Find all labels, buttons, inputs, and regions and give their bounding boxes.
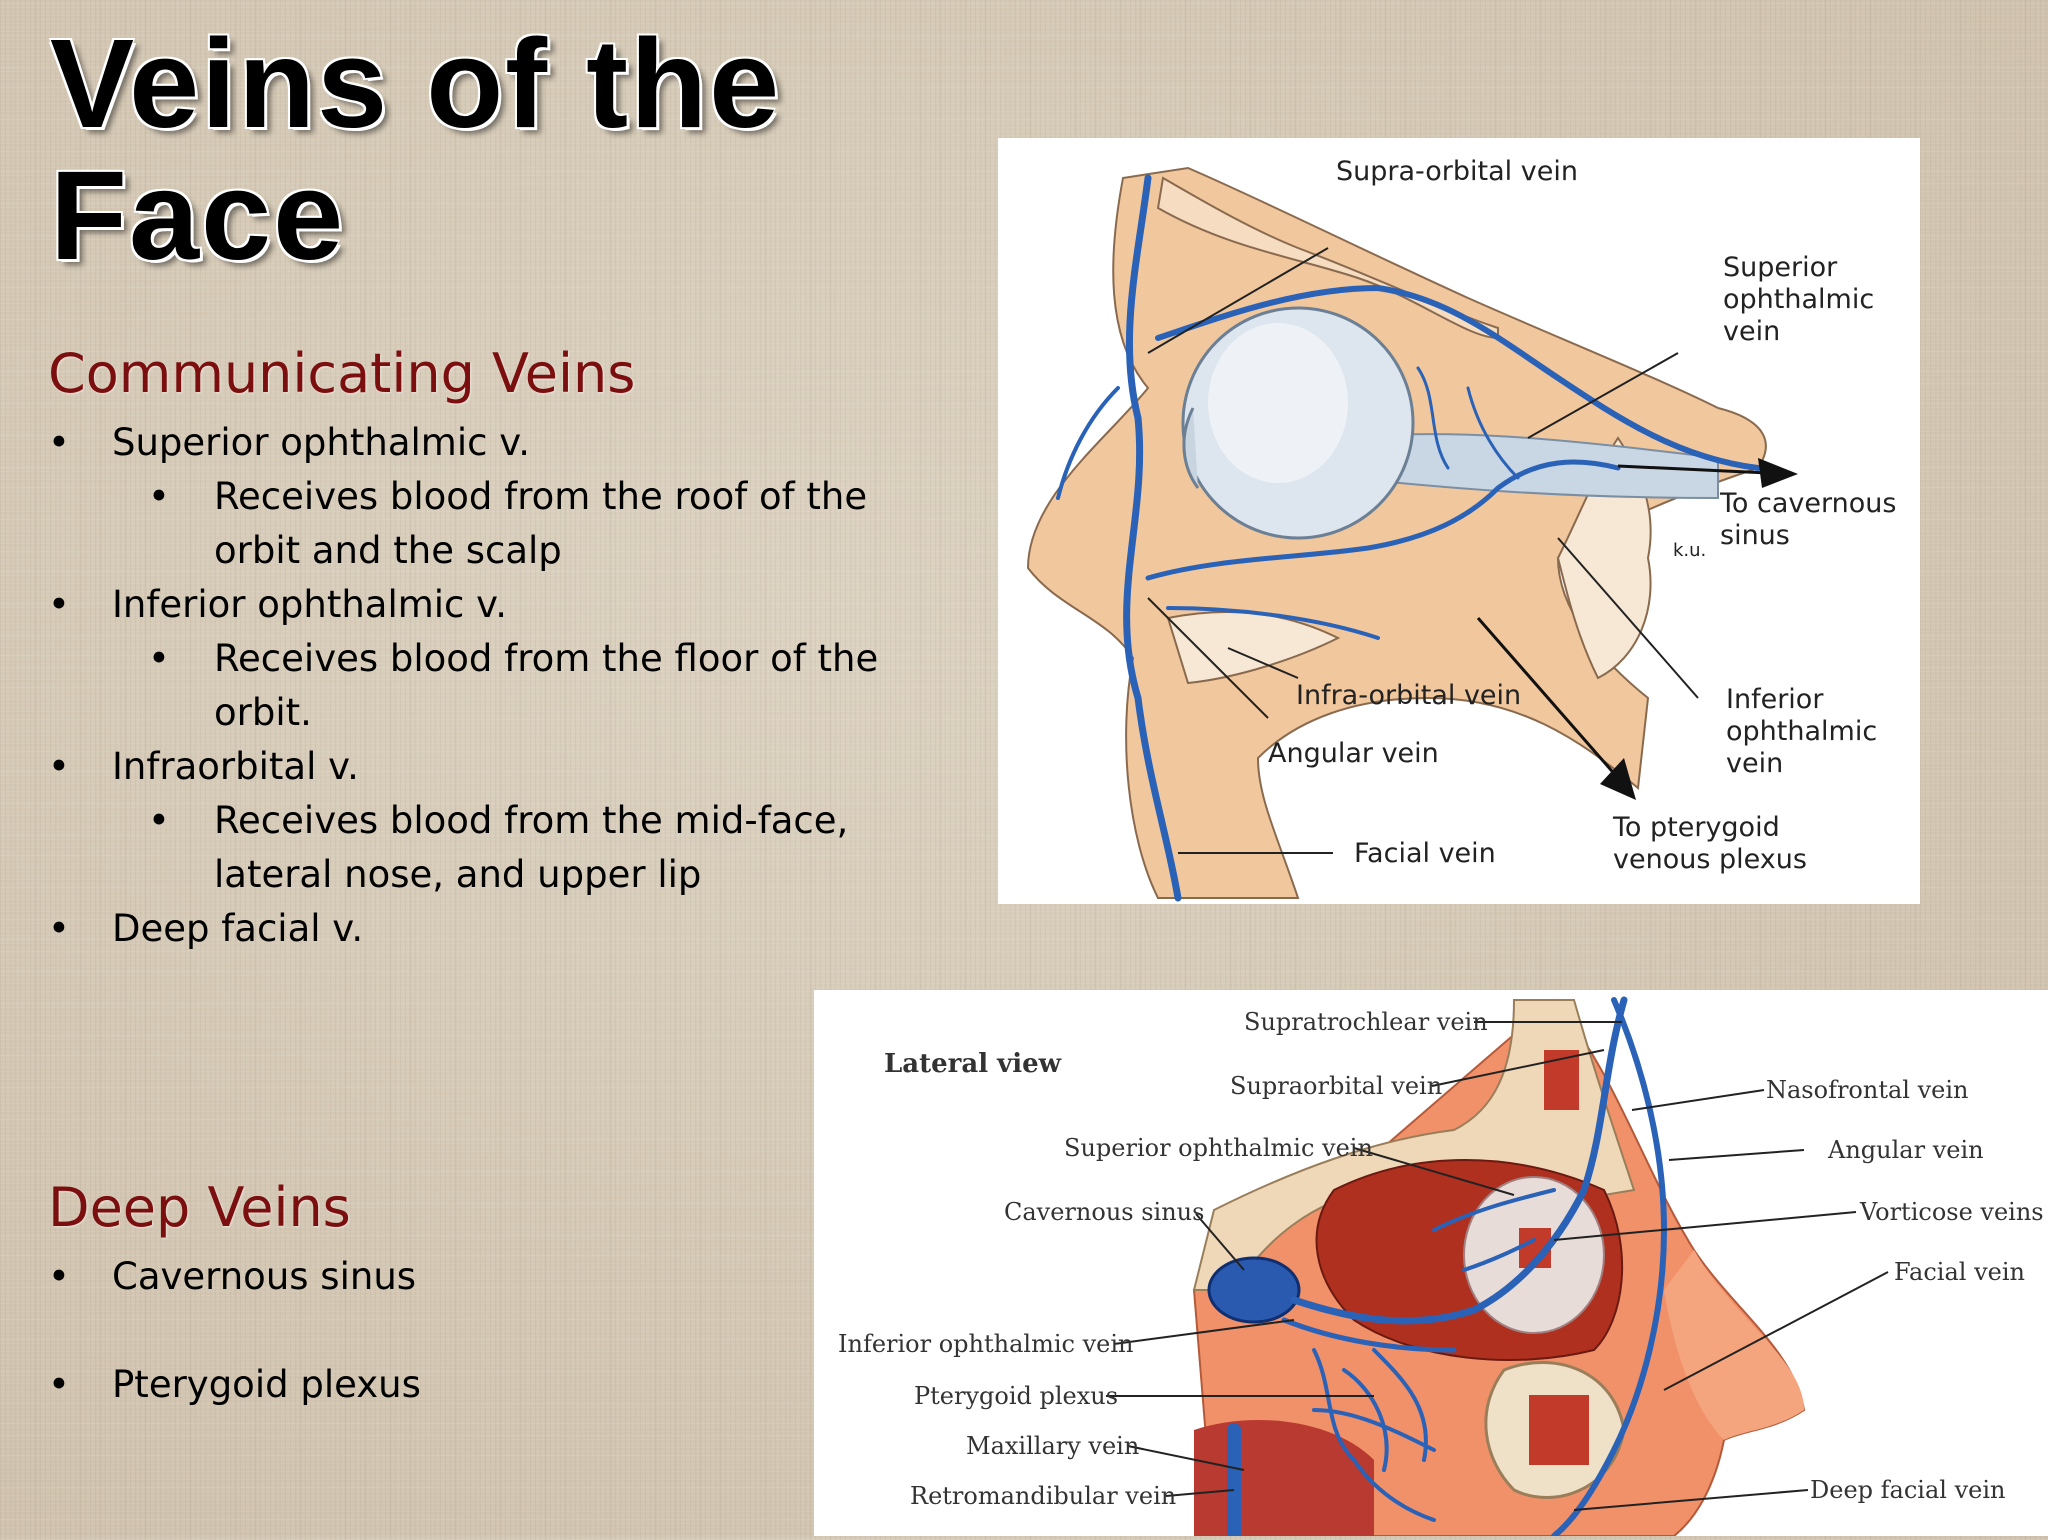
list-item: Pterygoid plexus: [48, 1358, 421, 1412]
label-vorticose-veins: Vorticose veins: [1859, 1198, 2044, 1226]
nose-skin: [1664, 1250, 1804, 1440]
cavernous-sinus: [1207, 1256, 1301, 1324]
leader-infra-orbital: [1227, 647, 1299, 679]
leader-supraorbital: [1431, 1049, 1605, 1087]
arrow-head-pterygoid: [1600, 758, 1636, 800]
label-angular-vein: Angular vein: [1268, 738, 1439, 769]
list-item: Inferior ophthalmic v.: [48, 578, 928, 632]
label-to-pterygoid-2: venous plexus: [1613, 844, 1807, 875]
superior-ophthalmic-vein-path: [1290, 996, 1628, 1325]
leader-vorticose: [1553, 1211, 1857, 1241]
orbit-veins-illustration: Supra-orbital vein Superior ophthalmic v…: [1026, 156, 1896, 902]
label-to-cavernous-2: sinus: [1720, 520, 1790, 551]
label-deep-facial-vein: Deep facial vein: [1810, 1476, 2005, 1504]
label-maxillary-vein: Maxillary vein: [966, 1432, 1139, 1460]
lateral-view-illustration: Lateral view Supratrochlear vein Supraor…: [838, 996, 2044, 1540]
list-item: Infraorbital v.: [48, 740, 928, 794]
eyeball-highlight: [1208, 323, 1348, 483]
label-angular-vein: Angular vein: [1827, 1136, 1984, 1164]
sub-list-item: Receives blood from the floor of the orb…: [48, 632, 928, 740]
superior-ophthalmic-vein-path: [1155, 284, 1761, 471]
arrow-to-pterygoid: [1476, 617, 1620, 779]
list-item: Superior ophthalmic v.: [48, 416, 928, 470]
label-to-pterygoid-1: To pterygoid: [1612, 812, 1780, 843]
lateral-view-figure: Lateral view Supratrochlear vein Supraor…: [814, 990, 2048, 1540]
inferior-ophthalmic-vein-path: [1281, 1317, 1457, 1353]
communicating-veins-heading: Communicating Veins: [48, 342, 636, 405]
inferior-ophthalmic-vein-path: [1145, 459, 1621, 581]
leader-inferior-ophthalmic: [1113, 1319, 1295, 1345]
title-line-2: Face: [50, 145, 346, 286]
label-superior-ophthalmic-3: vein: [1723, 316, 1780, 347]
leader-superior-ophthalmic: [1353, 1147, 1515, 1196]
facial-vein-path: [1551, 997, 1668, 1539]
maxilla-bone: [1166, 611, 1341, 685]
label-inferior-ophthalmic-3: vein: [1726, 748, 1783, 779]
leader-facial: [1663, 1271, 1889, 1391]
arrow-head-cavernous: [1758, 458, 1798, 488]
vorticose-veins-path: [1432, 1188, 1556, 1272]
frontal-sinus: [1544, 1050, 1579, 1110]
label-superior-ophthalmic-1: Superior: [1723, 252, 1838, 283]
deep-veins-list: Cavernous sinus Pterygoid plexus: [48, 1250, 421, 1466]
leader-cavernous-sinus: [1195, 1213, 1245, 1271]
leader-angular: [1668, 1149, 1805, 1161]
arrow-to-cavernous: [1617, 464, 1769, 475]
maxillary-sinus: [1529, 1395, 1589, 1465]
label-superior-ophthalmic-vein: Superior ophthalmic vein: [1064, 1134, 1373, 1162]
list-item: Cavernous sinus: [48, 1250, 421, 1304]
label-supratrochlear-vein: Supratrochlear vein: [1244, 1008, 1488, 1036]
angular-vein-path: [1056, 386, 1120, 500]
label-inferior-ophthalmic-2: ophthalmic: [1726, 716, 1877, 747]
leader-superior-ophthalmic: [1527, 352, 1679, 439]
label-to-cavernous-1: To cavernous: [1719, 488, 1896, 519]
leader-deep-facial: [1573, 1489, 1809, 1511]
facial-vein-path: [1123, 174, 1182, 902]
list-item: Deep facial v.: [48, 902, 928, 956]
label-supra-orbital-vein: Supra-orbital vein: [1336, 156, 1578, 187]
label-pterygoid-plexus: Pterygoid plexus: [914, 1382, 1118, 1410]
label-infra-orbital-vein: Infra-orbital vein: [1296, 680, 1521, 711]
face-bone-shape: [1026, 166, 1767, 899]
sub-list-item: Receives blood from the roof of the orbi…: [48, 470, 928, 578]
communicating-veins-list: Superior ophthalmic v. Receives blood fr…: [48, 416, 928, 956]
deep-veins-heading: Deep Veins: [48, 1176, 351, 1239]
leader-angular: [1147, 597, 1269, 719]
title-line-1: Veins of the: [50, 13, 782, 154]
vorticose-branches: [1416, 366, 1520, 480]
leader-retromandibular: [1165, 1489, 1235, 1497]
label-facial-vein: Facial vein: [1354, 838, 1496, 869]
label-lateral-view: Lateral view: [884, 1049, 1062, 1079]
label-inferior-ophthalmic-vein: Inferior ophthalmic vein: [838, 1330, 1133, 1358]
label-nasofrontal-vein: Nasofrontal vein: [1766, 1076, 1969, 1104]
slide-title: Veins of the Face: [50, 18, 781, 282]
skull-bone: [1192, 999, 1636, 1291]
label-supraorbital-vein: Supraorbital vein: [1230, 1072, 1442, 1100]
sub-list-item: Receives blood from the mid-face, latera…: [48, 794, 928, 902]
label-facial-vein: Facial vein: [1894, 1258, 2025, 1286]
label-signature: k.u.: [1673, 540, 1706, 561]
label-cavernous-sinus: Cavernous sinus: [1004, 1198, 1204, 1226]
pterygoid-plexus-path: [1312, 1348, 1436, 1522]
leader-nasofrontal: [1631, 1089, 1765, 1111]
label-superior-ophthalmic-2: ophthalmic: [1723, 284, 1874, 315]
label-inferior-ophthalmic-1: Inferior: [1726, 684, 1824, 715]
orbit-veins-figure: Supra-orbital vein Superior ophthalmic v…: [998, 138, 1920, 904]
leader-maxillary: [1127, 1445, 1245, 1471]
leader-inferior-ophthalmic: [1557, 537, 1699, 699]
label-retromandibular-vein: Retromandibular vein: [910, 1482, 1176, 1510]
infra-orbital-vein-path: [1166, 606, 1380, 640]
cornea: [1182, 407, 1200, 489]
leader-supra-orbital: [1147, 247, 1329, 354]
